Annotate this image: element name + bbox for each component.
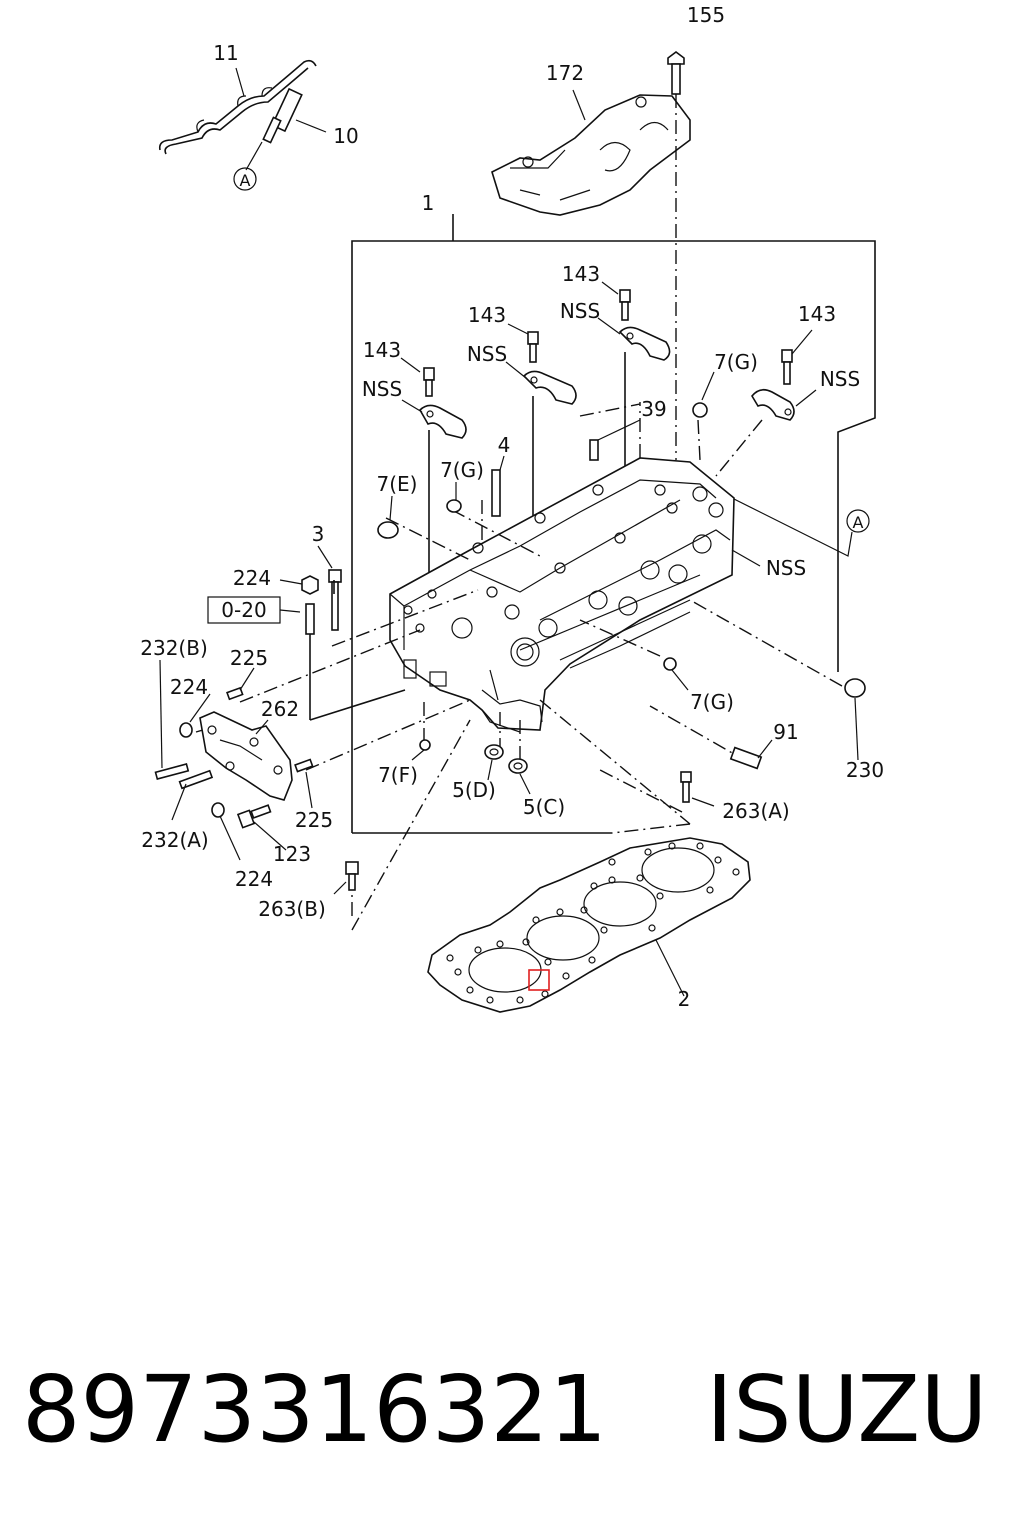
- stud-225-top: [226, 686, 244, 701]
- label-232b: 232(B): [140, 636, 208, 660]
- stud-232a: [178, 769, 214, 790]
- label-39: 39: [641, 397, 666, 421]
- label-143-1: 143: [363, 338, 401, 362]
- label-123: 123: [273, 842, 311, 866]
- label-7g-3: 7(G): [690, 690, 734, 714]
- bolt-155: [667, 51, 685, 460]
- plug-7g-1: [446, 499, 462, 513]
- bolt-123: [236, 804, 272, 829]
- label-5d: 5(D): [452, 778, 496, 802]
- plug-7e: [377, 521, 399, 539]
- nut-224-mid: [179, 722, 193, 738]
- reference-circle-a-1: A: [233, 167, 257, 191]
- bearing-cap-1: [419, 404, 467, 439]
- assembly-bracket: [351, 214, 876, 834]
- label-91: 91: [773, 720, 798, 744]
- stud-4: [491, 469, 501, 517]
- label-225-top: 225: [230, 646, 268, 670]
- cap-bolt-143-4: [781, 349, 793, 385]
- highlight-marker: [528, 969, 550, 991]
- label-4: 4: [498, 433, 511, 457]
- circle-a-label: A: [240, 171, 251, 190]
- plug-7f: [419, 739, 431, 751]
- label-143-4: 143: [798, 302, 836, 326]
- front-plate-262: [199, 711, 293, 801]
- seal-230: [844, 678, 866, 698]
- plug-7g-2: [692, 402, 708, 418]
- label-225-bottom: 225: [295, 808, 333, 832]
- cap-bolt-143-3: [619, 289, 631, 468]
- label-nss-1: NSS: [362, 377, 402, 401]
- bolt-263b: [345, 861, 359, 891]
- glow-plug-harness-11: [158, 59, 317, 155]
- washer-5d: [484, 744, 504, 760]
- label-11: 11: [213, 41, 238, 65]
- cylinder-head-block: [389, 457, 735, 733]
- stud-232b: [154, 659, 190, 781]
- label-232a: 232(A): [141, 828, 208, 852]
- label-143-2: 143: [468, 303, 506, 327]
- bearing-cap-4: [751, 388, 795, 421]
- label-nss-5: NSS: [766, 556, 806, 580]
- nut-224-bottom: [211, 802, 225, 818]
- bearing-cap-2: [522, 370, 577, 405]
- plug-7g-3: [663, 657, 677, 671]
- cap-bolt-143-1: [423, 367, 435, 580]
- label-nss-3: NSS: [560, 299, 600, 323]
- brand-name: ISUZU: [706, 1356, 988, 1463]
- label-7g-2: 7(G): [714, 350, 758, 374]
- pin-39: [589, 439, 599, 461]
- label-nss-2: NSS: [467, 342, 507, 366]
- label-143-3: 143: [562, 262, 600, 286]
- stud-0-20: [305, 603, 406, 721]
- nut-224-top: [301, 575, 319, 595]
- head-gasket-2: [427, 837, 751, 1013]
- bearing-cap-3: [618, 326, 671, 361]
- label-7e: 7(E): [377, 472, 418, 496]
- bolt-263a: [680, 771, 692, 803]
- part-number: 8973316321: [22, 1356, 608, 1463]
- label-7f: 7(F): [378, 763, 418, 787]
- head-cover-172: [491, 94, 691, 216]
- label-263b: 263(B): [258, 897, 326, 921]
- label-262: 262: [261, 697, 299, 721]
- stud-225-bottom: [294, 758, 314, 773]
- label-155: 155: [687, 3, 725, 27]
- label-263a: 263(A): [722, 799, 789, 823]
- label-230: 230: [846, 758, 884, 782]
- label-224-top: 224: [233, 566, 271, 590]
- label-224-mid: 224: [170, 675, 208, 699]
- bolt-3: [328, 569, 342, 631]
- label-2: 2: [678, 987, 691, 1011]
- label-nss-4: NSS: [820, 367, 860, 391]
- label-5c: 5(C): [523, 795, 565, 819]
- glow-plug-10: [245, 87, 303, 171]
- label-7g-1: 7(G): [440, 458, 484, 482]
- label-3: 3: [312, 522, 325, 546]
- label-172: 172: [546, 61, 584, 85]
- label-224-bottom: 224: [235, 867, 273, 891]
- label-10: 10: [333, 124, 358, 148]
- leader-lines: [171, 67, 859, 997]
- washer-5c: [508, 758, 528, 774]
- label-0-20: 0-20: [221, 598, 266, 622]
- union-91: [729, 746, 763, 770]
- reference-circle-a-2: A: [715, 489, 870, 557]
- label-1: 1: [422, 191, 435, 215]
- circle-a-label: A: [853, 513, 864, 532]
